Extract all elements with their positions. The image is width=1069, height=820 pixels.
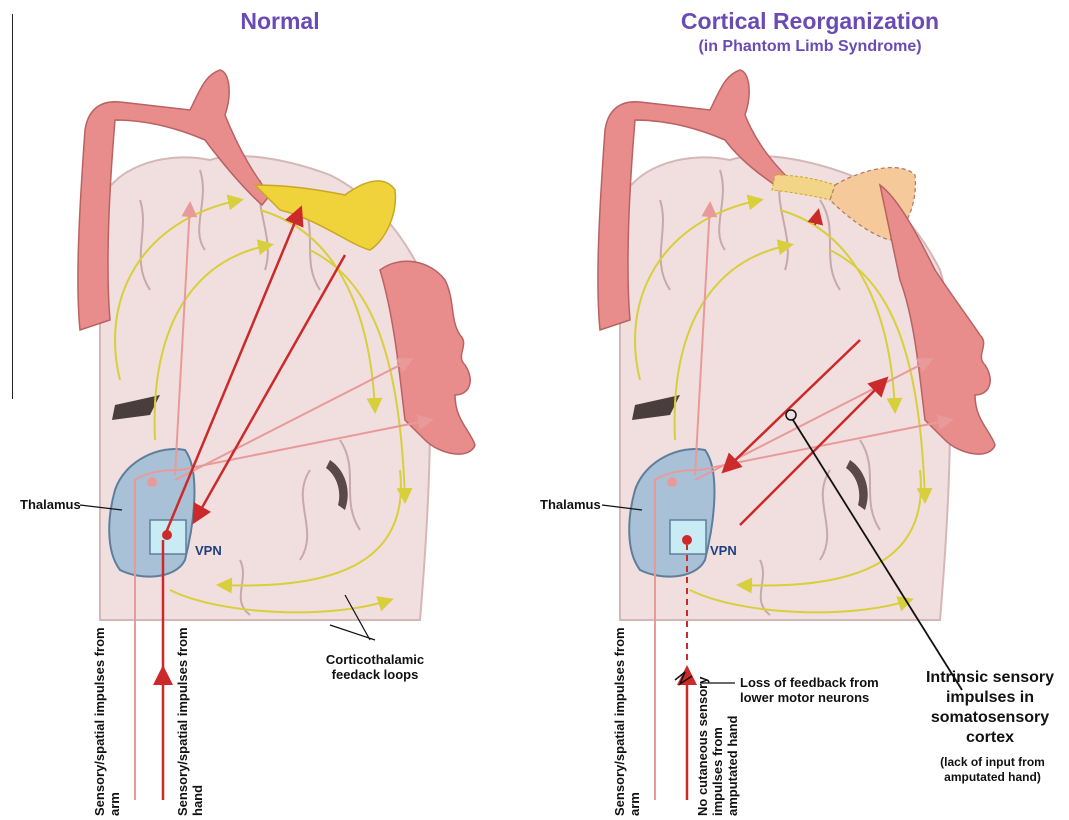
- right-thalamus-label: Thalamus: [540, 497, 601, 512]
- arm-synapse-right: [667, 477, 677, 487]
- loss-of-feedback-label: Loss of feedback from lower motor neuron…: [740, 675, 910, 705]
- hand-synapse-right: [682, 535, 692, 545]
- no-input-label: No cutaneous sensory impulses from amput…: [695, 666, 740, 816]
- break-symbol: [675, 672, 692, 684]
- right-arm-label: Sensory/spatial impulses from arm: [612, 626, 642, 816]
- right-vpn-label: VPN: [710, 543, 737, 558]
- intrinsic-impulses-label: Intrinsic sensory impulses in somatosens…: [915, 668, 1065, 748]
- lack-of-input-label: (lack of input from amputated hand): [930, 755, 1055, 785]
